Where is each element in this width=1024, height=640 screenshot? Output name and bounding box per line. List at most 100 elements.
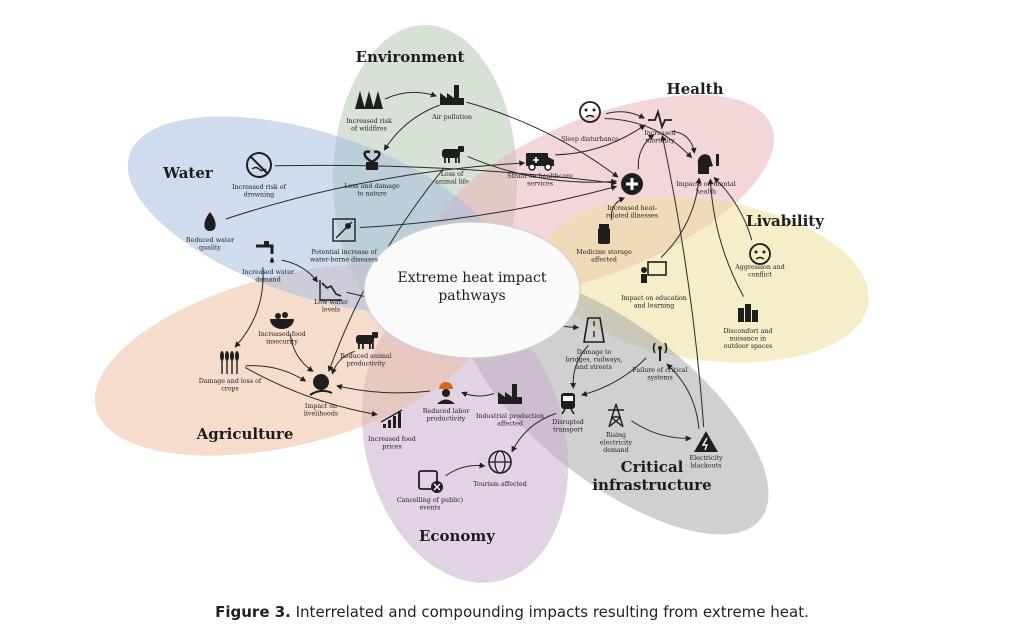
medicine-bottle-icon xyxy=(598,224,610,244)
connector-arrow xyxy=(580,357,647,397)
connector-arrow xyxy=(610,197,626,221)
factory-icon xyxy=(498,384,522,404)
rising-chart-icon xyxy=(380,409,403,428)
node-label-tourism: Tourism affected xyxy=(473,481,527,488)
medical-cross-icon xyxy=(621,173,643,195)
connector-arrow xyxy=(281,259,318,283)
node-label-air: Air pollution xyxy=(431,114,472,121)
tap-icon xyxy=(256,241,274,263)
connector-arrow xyxy=(383,104,440,151)
connector-arrow xyxy=(245,365,307,382)
globe-icon xyxy=(488,450,512,474)
ambulance-icon xyxy=(526,153,554,171)
caption-text: Interrelated and compounding impacts res… xyxy=(290,603,809,621)
connector-arrow xyxy=(660,134,705,428)
trees-fire-icon xyxy=(355,91,383,109)
barn-icon xyxy=(356,332,378,349)
connector-arrow xyxy=(511,413,557,453)
angry-face-icon xyxy=(749,243,771,265)
connector-arrow xyxy=(445,462,486,477)
petal-label-water: Water xyxy=(162,164,214,182)
hot-city-icon xyxy=(738,304,758,322)
node-label-illness: Increased heat-related illnesses xyxy=(606,205,658,220)
connector-arrow xyxy=(359,184,618,228)
petal-label-livability: Livability xyxy=(746,212,825,230)
connector-arrow xyxy=(660,177,702,258)
sleepless-face-icon xyxy=(579,101,601,123)
connector-arrow xyxy=(336,384,431,394)
wilting-plant-icon xyxy=(363,150,381,170)
money-hand-icon xyxy=(309,374,333,396)
connector-arrow xyxy=(631,420,692,442)
center-ellipse xyxy=(363,221,581,359)
calendar-cancel-icon xyxy=(418,470,443,493)
worker-icon xyxy=(437,382,455,404)
factory-city-icon xyxy=(440,85,464,105)
node-label-sleep: Sleep disturbance xyxy=(561,136,619,143)
heartbeat-icon xyxy=(648,109,672,130)
classroom-icon xyxy=(641,261,667,283)
connector-arrow xyxy=(707,178,745,297)
connector-arrow xyxy=(467,156,618,185)
connector-arrow xyxy=(461,391,495,398)
bacteria-icon xyxy=(332,218,356,242)
connector-arrow xyxy=(555,124,646,156)
connector-arrow xyxy=(466,101,619,178)
connector-arrow xyxy=(605,111,645,119)
cow-icon xyxy=(442,146,464,163)
connector-arrow xyxy=(713,177,753,241)
connector-arrow xyxy=(637,134,655,170)
warning-bolt-icon xyxy=(694,431,718,452)
connector-arrow xyxy=(225,160,526,220)
road-icon xyxy=(583,317,605,343)
antenna-icon xyxy=(652,342,668,361)
figure-caption: Figure 3. Interrelated and compounding i… xyxy=(0,603,1024,621)
figure-number: Figure 3. xyxy=(215,603,291,621)
food-bowl-icon xyxy=(270,312,294,329)
node-label-events: Cancelling of public)events xyxy=(397,497,463,512)
connector-arrow xyxy=(274,164,617,186)
connector-arrow xyxy=(244,366,378,417)
petal-label-agriculture: Agriculture xyxy=(196,425,294,443)
connector-arrow xyxy=(604,118,693,159)
power-tower-icon xyxy=(608,403,624,428)
train-icon xyxy=(561,393,575,415)
connector-arrow xyxy=(570,344,589,389)
declining-chart-icon xyxy=(319,280,342,301)
petal-label-economy: Economy xyxy=(419,527,496,545)
connector-arrow xyxy=(666,363,700,429)
water-drop-icon xyxy=(204,212,216,231)
petal-label-health: Health xyxy=(667,80,724,98)
connector-arrow xyxy=(671,130,697,154)
connector-arrow xyxy=(234,267,264,348)
